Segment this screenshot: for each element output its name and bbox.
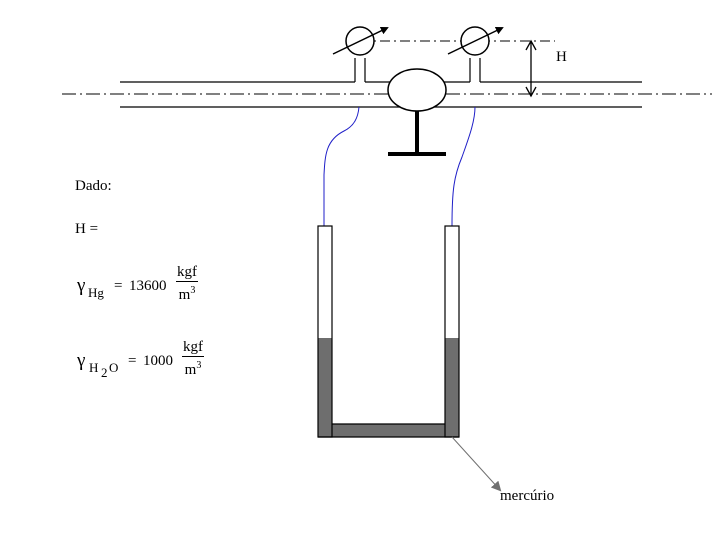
mercury-column xyxy=(318,338,459,437)
mercury-label: mercúrio xyxy=(500,488,555,504)
valve-body xyxy=(387,68,447,112)
gamma-h2o-symbol: γ xyxy=(77,350,86,371)
height-arrow-down-icon xyxy=(525,86,537,98)
gamma-hg-unit-denominator: m3 xyxy=(176,282,198,304)
gamma-h2o-unit-base: m xyxy=(184,362,197,378)
gamma-hg-symbol: γ xyxy=(77,275,86,296)
gamma-h2o-unit-numerator: kgf xyxy=(182,339,204,357)
height-label: H xyxy=(556,49,567,65)
right-gauge-needle-icon xyxy=(447,26,504,55)
right-connecting-tube xyxy=(451,106,476,227)
gamma-h2o-subscript-h: H xyxy=(89,360,99,375)
gamma-hg-unit-base: m xyxy=(178,287,191,303)
pipe xyxy=(120,81,642,108)
gamma-h2o-equals: = xyxy=(128,353,137,369)
gamma-hg-value: 13600 xyxy=(129,278,167,294)
gamma-hg-unit-numerator: kgf xyxy=(176,264,198,282)
h-equation: H = xyxy=(75,221,99,237)
gamma-hg-unit-power: 3 xyxy=(190,285,196,296)
u-tube-manometer xyxy=(317,225,460,438)
gamma-h2o-value: 1000 xyxy=(143,353,173,369)
gamma-h2o-unit-denominator: m3 xyxy=(182,357,204,379)
mercury-leader-arrow xyxy=(451,436,502,492)
gamma-h2o-subscript-2: 2 xyxy=(101,365,108,380)
right-gauge-tap xyxy=(469,58,481,82)
gamma-h2o-unit: kgf m3 xyxy=(182,338,204,379)
height-arrow-up-icon xyxy=(525,39,537,51)
left-gauge-tap xyxy=(354,58,366,82)
gamma-hg-equals: = xyxy=(114,278,123,294)
left-gauge-needle-icon xyxy=(332,26,389,55)
given-label: Dado: xyxy=(75,178,112,194)
gamma-h2o-subscript-o: O xyxy=(109,360,119,375)
gamma-hg-subscript: Hg xyxy=(88,285,104,300)
gamma-h2o-unit-power: 3 xyxy=(196,360,202,371)
gamma-hg-unit: kgf m3 xyxy=(176,263,198,304)
left-connecting-tube xyxy=(323,106,360,226)
